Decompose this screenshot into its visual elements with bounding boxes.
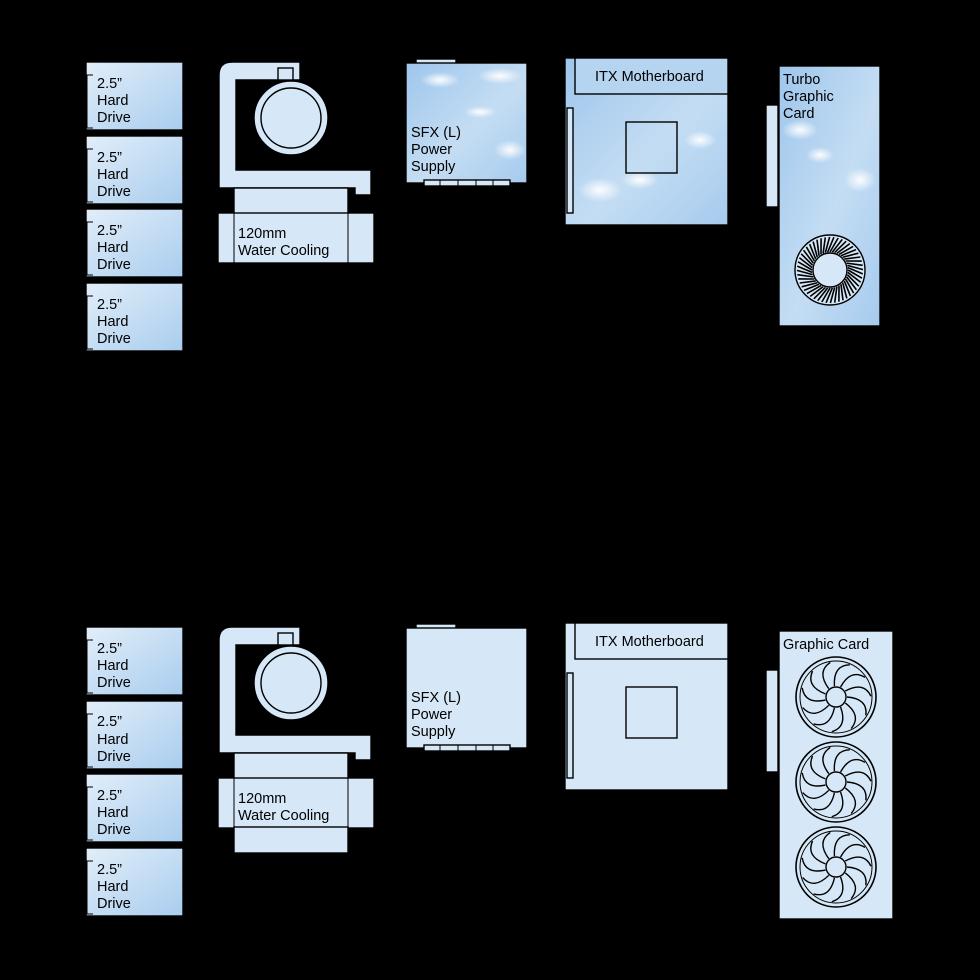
drive-label-line2: Hard — [97, 879, 128, 895]
gpu-label-line3: Card — [783, 106, 814, 122]
drive-label-line1: 2.5” — [97, 297, 122, 313]
drive-label-line3: Drive — [97, 110, 131, 126]
psu-label-line1: SFX (L) — [411, 690, 461, 706]
psu-label-line2: Power — [411, 707, 452, 723]
drive-label-line2: Hard — [97, 93, 128, 109]
drive-label-line2: Hard — [97, 732, 128, 748]
graphic-card: Graphic Card — [755, 620, 894, 920]
drive-label-line2: Hard — [97, 658, 128, 674]
gpu-label-line2: Graphic — [783, 89, 834, 105]
drive-label-line1: 2.5” — [97, 862, 122, 878]
motherboard-label: ITX Motherboard — [595, 69, 704, 85]
drive-label-line3: Drive — [97, 675, 131, 691]
hard-drive: 2.5” Hard Drive — [85, 700, 184, 770]
motherboard-label: ITX Motherboard — [595, 634, 704, 650]
drive-label-line3: Drive — [97, 896, 131, 912]
hard-drive: 2.5” Hard Drive — [85, 61, 184, 131]
blower-fan-icon — [794, 234, 866, 306]
hard-drive: 2.5” Hard Drive — [85, 135, 184, 205]
drive-label-line1: 2.5” — [97, 150, 122, 166]
psu-label-line2: Power — [411, 142, 452, 158]
water-cooling: 120mm Water Cooling — [217, 626, 375, 854]
drive-label-line3: Drive — [97, 257, 131, 273]
cooler-label-line2: Water Cooling — [238, 243, 329, 259]
turbo-graphic-card: Turbo Graphic Card — [755, 55, 881, 327]
gpu-label-line1: Turbo — [783, 72, 820, 88]
drive-label-line1: 2.5” — [97, 76, 122, 92]
hard-drive: 2.5” Hard Drive — [85, 773, 184, 843]
gpu-fan-icon — [795, 656, 877, 738]
psu-label-line3: Supply — [411, 159, 456, 175]
itx-motherboard: ITX Motherboard — [564, 622, 729, 791]
cooler-label-line1: 120mm — [238, 791, 286, 807]
drive-label-line2: Hard — [97, 240, 128, 256]
water-cooling: 120mm Water Cooling — [217, 61, 375, 264]
gpu-label-line1: Graphic Card — [783, 637, 869, 653]
cooler-label-line2: Water Cooling — [238, 808, 329, 824]
hard-drive: 2.5” Hard Drive — [85, 847, 184, 917]
hard-drive: 2.5” Hard Drive — [85, 282, 184, 352]
drive-label-line1: 2.5” — [97, 641, 122, 657]
hard-drive: 2.5” Hard Drive — [85, 208, 184, 278]
drive-label-line3: Drive — [97, 184, 131, 200]
drive-label-line3: Drive — [97, 822, 131, 838]
drive-label-line3: Drive — [97, 749, 131, 765]
psu-label-line3: Supply — [411, 724, 456, 740]
power-supply: SFX (L) Power Supply — [405, 58, 528, 187]
top-build: 2.5” Hard Drive 2.5” Hard Drive 2.5” Har… — [85, 55, 881, 352]
drive-label-line1: 2.5” — [97, 714, 122, 730]
drive-label-line1: 2.5” — [97, 788, 122, 804]
itx-motherboard: ITX Motherboard — [564, 57, 729, 226]
bottom-build: 2.5” Hard Drive 2.5” Hard Drive 2.5” Har… — [85, 620, 894, 920]
drive-label-line2: Hard — [97, 805, 128, 821]
drive-label-line2: Hard — [97, 167, 128, 183]
drive-label-line3: Drive — [97, 331, 131, 347]
gpu-fan-icon — [795, 826, 877, 908]
drive-label-line1: 2.5” — [97, 223, 122, 239]
hard-drive: 2.5” Hard Drive — [85, 626, 184, 696]
gpu-fan-icon — [795, 741, 877, 823]
power-supply: SFX (L) Power Supply — [405, 623, 528, 752]
cooler-label-line1: 120mm — [238, 226, 286, 242]
drive-label-line2: Hard — [97, 314, 128, 330]
psu-label-line1: SFX (L) — [411, 125, 461, 141]
